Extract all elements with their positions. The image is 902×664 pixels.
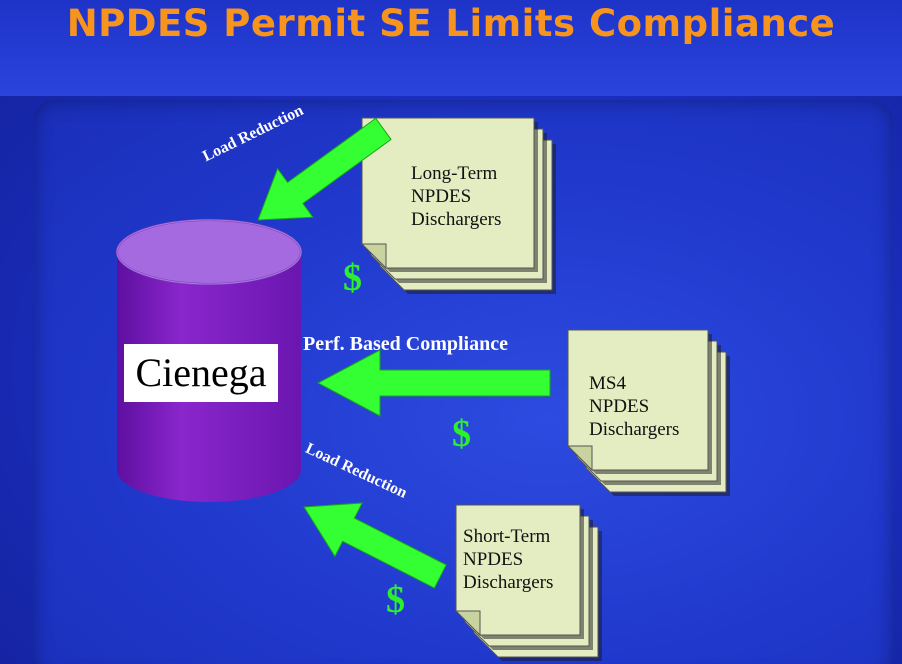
source-line: NPDES [589,396,650,417]
dollar-sign: $ [343,257,362,299]
arrow-icon [303,502,447,589]
source-line: NPDES [411,186,472,207]
document-stack-icon [566,329,730,496]
document-stack-icon [360,117,556,294]
source-label-ms4: MS4 NPDES Dischargers [589,372,679,441]
arrow-icon [316,349,551,417]
source-label-short-term: Short-Term NPDES Dischargers [463,525,553,594]
source-line: Short-Term [463,526,551,547]
arrow-icon [257,117,392,221]
source-line: Dischargers [589,419,680,440]
source-line: MS4 [589,373,626,394]
title-band [0,0,902,96]
source-line: Long-Term [411,163,498,184]
store-label: Cienega [124,344,278,402]
document-stack-icon [454,504,602,661]
source-line: Dischargers [411,209,502,230]
source-line: Dischargers [463,572,554,593]
dollar-sign: $ [386,579,405,621]
flow-label-perf-based: Perf. Based Compliance [303,333,508,355]
source-label-long-term: Long-Term NPDES Dischargers [411,162,501,231]
slide-title: NPDES Permit SE Limits Compliance [66,2,836,45]
source-line: NPDES [463,549,524,570]
dollar-sign: $ [452,413,471,455]
